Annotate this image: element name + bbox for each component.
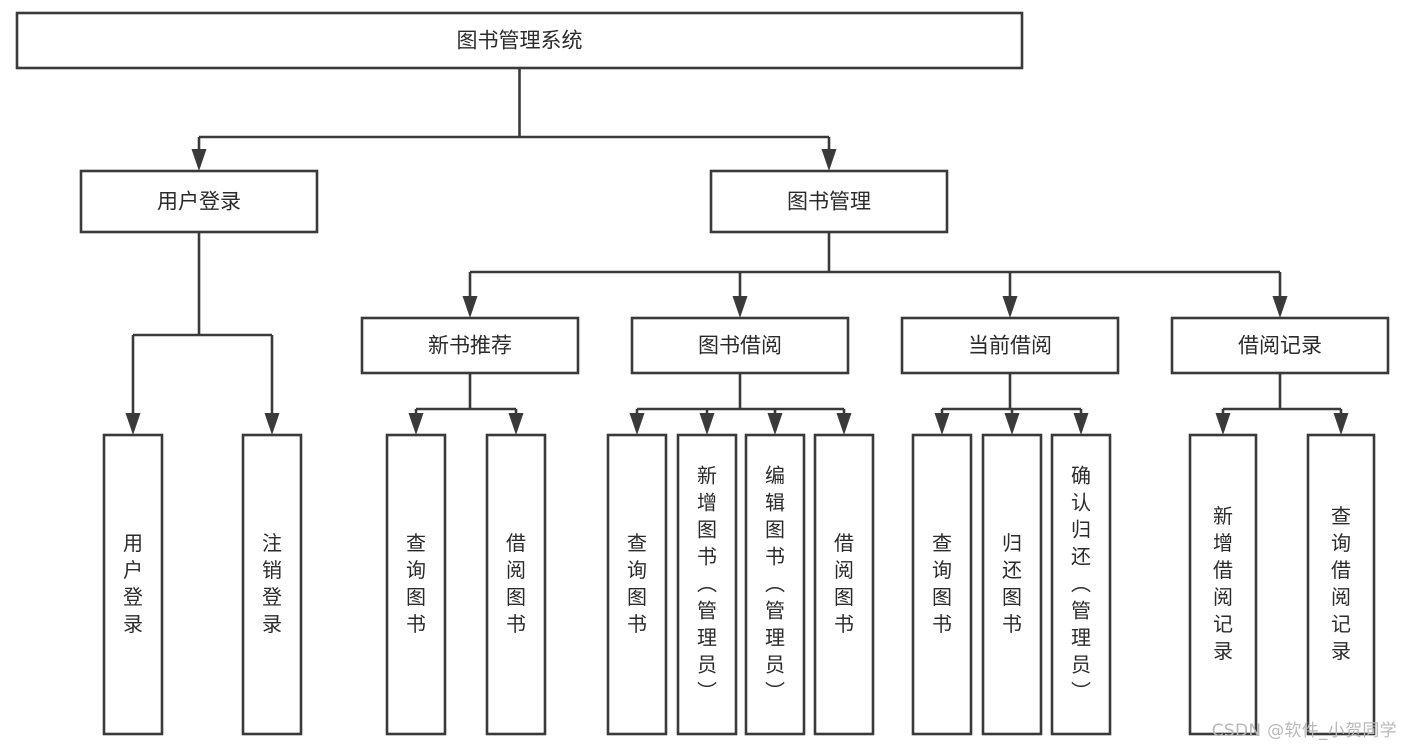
node-box-leaf-add-book[interactable] [676,433,738,736]
connector-group-new-book-recommend [408,373,524,435]
node-label-leaf-edit-book: 编辑图书︵管理员︶ [765,463,785,703]
node-leaf-add-book[interactable]: 新增图书︵管理员︶ [676,433,738,736]
node-label-leaf-query-record: 查询借阅记录 [1331,504,1351,663]
node-label-leaf-add-record: 新增借阅记录 [1213,504,1233,663]
node-box-leaf-add-record[interactable] [1188,433,1258,736]
node-box-leaf-borrow-book-1[interactable] [485,433,547,736]
node-borrow-record[interactable]: 借阅记录 [1170,316,1390,375]
node-label-leaf-add-book: 新增图书︵管理员︶ [697,463,717,703]
node-box-leaf-return-book[interactable] [981,433,1043,736]
node-leaf-query-book-2[interactable]: 查询图书 [606,433,668,736]
node-box-borrow-record[interactable] [1170,316,1390,375]
node-label-user-login: 用户登录 [157,190,241,214]
node-box-leaf-user-logout[interactable] [241,433,303,736]
node-box-book-borrow[interactable] [630,316,850,375]
node-box-leaf-query-book-3[interactable] [911,433,973,736]
node-leaf-borrow-book-1[interactable]: 借阅图书 [485,433,547,736]
node-label-root: 图书管理系统 [457,29,583,53]
node-box-leaf-user-login[interactable] [102,433,164,736]
node-box-leaf-borrow-book-2[interactable] [813,433,875,736]
node-root[interactable]: 图书管理系统 [15,11,1024,70]
node-label-leaf-query-book-1: 查询图书 [406,531,426,636]
connector-group-user-login [125,232,280,435]
node-label-current-borrow: 当前借阅 [968,334,1052,358]
node-leaf-query-book-1[interactable]: 查询图书 [385,433,447,736]
node-leaf-query-record[interactable]: 查询借阅记录 [1306,433,1376,736]
node-label-leaf-query-book-3: 查询图书 [932,531,952,636]
nodes-layer: 图书管理系统用户登录图书管理新书推荐图书借阅当前借阅借阅记录用户登录注销登录查询… [15,11,1390,736]
node-current-borrow[interactable]: 当前借阅 [900,316,1120,375]
node-box-new-book-recommend[interactable] [360,316,580,375]
node-user-login[interactable]: 用户登录 [79,169,319,234]
connector-group-root [191,68,837,171]
node-leaf-confirm-return[interactable]: 确认归还︵管理员︶ [1050,433,1112,736]
node-label-leaf-borrow-book-2: 借阅图书 [834,531,854,636]
csdn-watermark: CSDN @软件_小贺同学 [1211,721,1397,741]
node-box-root[interactable] [15,11,1024,70]
node-label-leaf-query-book-2: 查询图书 [627,531,647,636]
connectors-layer [125,68,1349,435]
node-leaf-return-book[interactable]: 归还图书 [981,433,1043,736]
connector-group-book-manage [462,232,1288,318]
node-box-leaf-query-book-2[interactable] [606,433,668,736]
node-box-leaf-query-record[interactable] [1306,433,1376,736]
node-label-leaf-user-logout: 注销登录 [262,531,282,636]
node-new-book-recommend[interactable]: 新书推荐 [360,316,580,375]
node-leaf-borrow-book-2[interactable]: 借阅图书 [813,433,875,736]
node-box-book-manage[interactable] [709,169,949,234]
node-leaf-user-logout[interactable]: 注销登录 [241,433,303,736]
node-label-book-manage: 图书管理 [787,190,871,214]
node-label-borrow-record: 借阅记录 [1238,334,1322,358]
node-label-leaf-borrow-book-1: 借阅图书 [506,531,526,636]
node-box-user-login[interactable] [79,169,319,234]
node-box-leaf-query-book-1[interactable] [385,433,447,736]
node-label-leaf-confirm-return: 确认归还︵管理员︶ [1071,463,1091,703]
node-label-leaf-return-book: 归还图书 [1002,531,1022,636]
node-book-manage[interactable]: 图书管理 [709,169,949,234]
node-leaf-query-book-3[interactable]: 查询图书 [911,433,973,736]
node-leaf-add-record[interactable]: 新增借阅记录 [1188,433,1258,736]
connector-group-current-borrow [934,373,1089,435]
node-book-borrow[interactable]: 图书借阅 [630,316,850,375]
node-box-leaf-edit-book[interactable] [744,433,806,736]
connector-group-borrow-record [1215,373,1349,435]
node-box-current-borrow[interactable] [900,316,1120,375]
node-label-new-book-recommend: 新书推荐 [428,334,512,358]
node-leaf-user-login[interactable]: 用户登录 [102,433,164,736]
node-leaf-edit-book[interactable]: 编辑图书︵管理员︶ [744,433,806,736]
connector-group-book-borrow [629,373,852,435]
node-box-leaf-confirm-return[interactable] [1050,433,1112,736]
node-label-leaf-user-login: 用户登录 [123,531,143,636]
node-label-book-borrow: 图书借阅 [698,334,782,358]
